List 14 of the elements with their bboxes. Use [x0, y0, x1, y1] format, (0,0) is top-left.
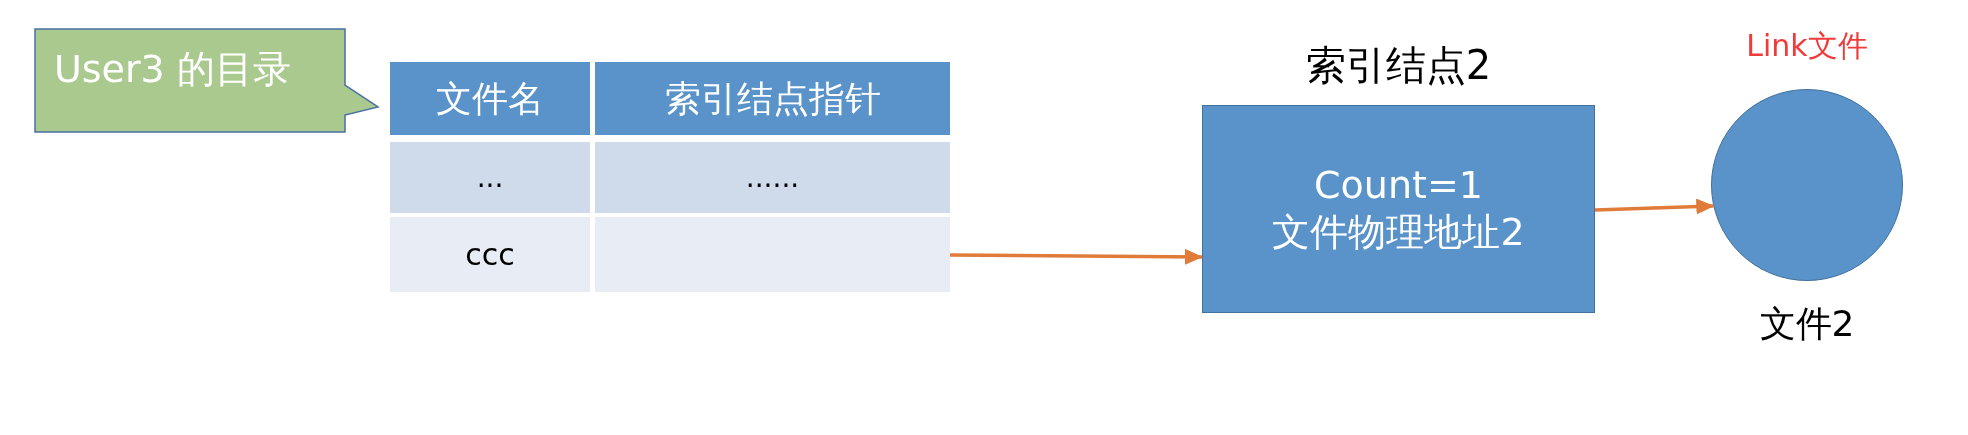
node-heading: 索引结点2 [1304, 41, 1493, 90]
table-cell: 索引结点指针 [595, 62, 950, 135]
node-label: 文件2 [1759, 302, 1855, 346]
arrow [1594, 198, 1715, 215]
table-cell: 文件名 [390, 62, 590, 135]
node-text: 文件物理地址2 [1272, 209, 1525, 256]
table-cell: ... [390, 142, 590, 213]
arrow [950, 248, 1203, 265]
table-cell: ccc [390, 217, 590, 292]
node-text: Count=1 [1314, 161, 1483, 209]
table-cell [595, 217, 950, 292]
table-cell: ...... [595, 142, 950, 213]
callout-text: User3 的目录 [54, 46, 291, 93]
node-label: Link文件 [1746, 27, 1868, 65]
